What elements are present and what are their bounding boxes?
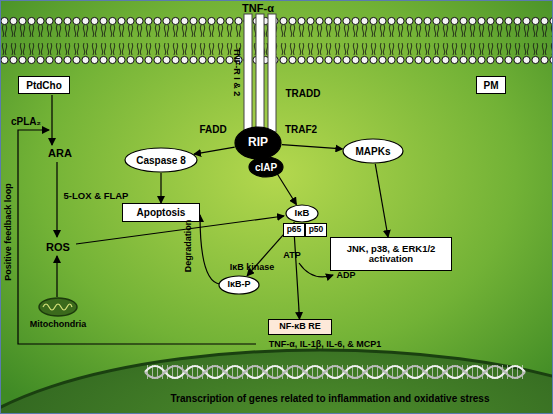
subunit-box: p50 <box>305 223 327 237</box>
process-label: Degradation <box>184 220 194 273</box>
signal-arrow <box>294 237 299 319</box>
arrow <box>51 95 52 145</box>
protein-ellipse: cIAP <box>248 156 284 178</box>
signal-arrow <box>194 147 235 154</box>
ellipse-shape <box>219 276 259 294</box>
ellipse-shape <box>125 148 197 172</box>
node-text: MAPKs <box>355 146 390 157</box>
feedback-loop-arrow <box>18 130 256 344</box>
arrow <box>56 256 57 297</box>
arrow <box>56 162 57 237</box>
dna-rungs <box>145 365 525 379</box>
node-text: p50 <box>309 225 324 234</box>
protein-ellipse: RIP <box>234 126 282 160</box>
ellipse-shape <box>286 205 318 222</box>
receptor-chain <box>256 14 264 132</box>
adaptor-label: TRADD <box>286 88 321 99</box>
receptor-chain <box>268 14 276 132</box>
dna-strand <box>145 366 525 378</box>
protein-ellipse: Caspase 8 <box>124 147 198 173</box>
metabolite-label: ARA <box>48 147 72 159</box>
node-text: IκB <box>295 208 310 218</box>
signal-arrow <box>160 173 161 203</box>
protein-ellipse: IκB-P <box>218 275 260 295</box>
signal-arrow <box>375 164 388 237</box>
membrane-lipid-box: PtdCho <box>18 76 70 94</box>
degradation-arrow <box>200 215 220 284</box>
response-element-box: NF-κB RE <box>268 319 332 335</box>
atp-adp-arrow <box>299 263 333 277</box>
node-text: IκB-P <box>227 280 250 290</box>
enzyme-label: 5-LOX & FLAP <box>64 191 129 201</box>
enzyme-label: cPLA₂ <box>11 116 41 127</box>
outcome-box: JNK, p38, & ERK1/2 activation <box>330 237 452 271</box>
node-text: RIP <box>248 136 268 149</box>
organelle-label: Mitochondria <box>30 320 87 330</box>
feedback-label: Positive feedback loop <box>4 183 14 281</box>
protein-ellipse: MAPKs <box>342 138 404 164</box>
gene-products-label: TNF-α, IL-1β, IL-6, & MCP1 <box>269 340 382 350</box>
node-text: p65 <box>287 225 302 234</box>
outcome-box: Apoptosis <box>122 203 200 222</box>
adaptor-label: TRAF2 <box>285 124 317 135</box>
metabolite-label: ROS <box>46 241 70 253</box>
transcription-label: Transcription of genes related to inflam… <box>171 393 490 404</box>
node-text: Apoptosis <box>137 207 186 218</box>
node-text: Caspase 8 <box>136 155 185 166</box>
ellipse-shape <box>235 127 281 159</box>
molecule-label: ADP <box>336 271 355 281</box>
node-text: cIAP <box>255 162 277 173</box>
node-text: PtdCho <box>26 80 62 91</box>
nucleus <box>0 350 553 414</box>
adaptor-label: FADD <box>199 124 226 135</box>
enzyme-label: IκB kinase <box>230 263 275 273</box>
node-text: NF-κB RE <box>279 322 321 332</box>
mitochondrion-cristae <box>43 304 72 310</box>
receptor-chain <box>244 14 252 132</box>
mitochondrion <box>39 298 77 316</box>
dna-strand <box>145 366 525 378</box>
molecule-label: ATP <box>283 251 300 261</box>
ellipse-shape <box>249 157 283 177</box>
subunit-box: p65 <box>283 223 305 237</box>
membrane-box: PM <box>476 76 506 94</box>
receptor-label: TNF-R I & 2 <box>231 48 241 97</box>
protein-ellipse: IκB <box>285 204 319 223</box>
ellipse-shape <box>343 139 403 163</box>
node-text: JNK, p38, & ERK1/2 activation <box>331 244 451 265</box>
node-text: PM <box>484 80 499 91</box>
ligand-label: TNF-α <box>242 2 274 14</box>
signal-arrow <box>282 145 343 149</box>
